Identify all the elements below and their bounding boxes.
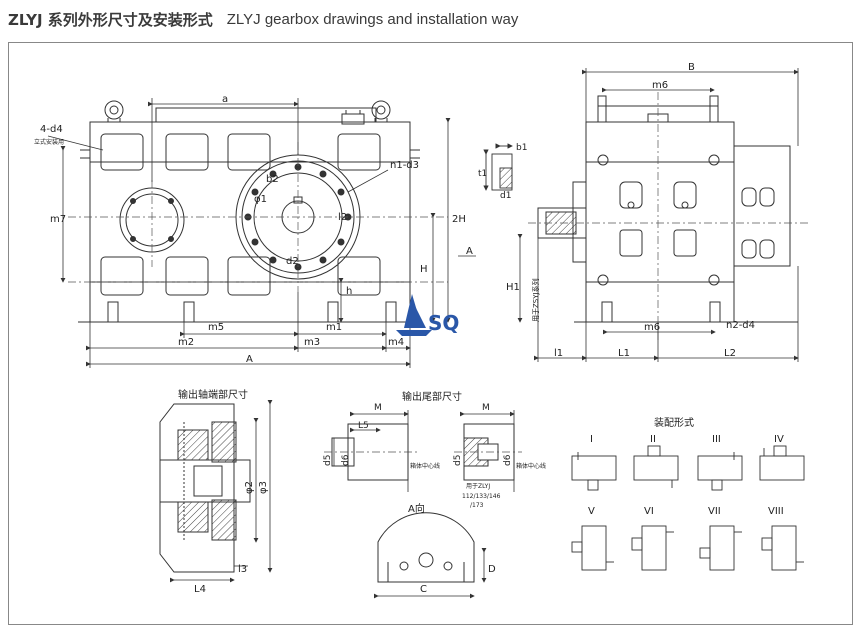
mount-form-3 (697, 452, 743, 491)
mount-form-5 (571, 525, 614, 571)
label-a: a (222, 94, 228, 105)
mount-label-1: I (590, 434, 593, 445)
label-phi1: φ1 (254, 194, 267, 205)
label-t1: t1 (478, 169, 487, 179)
label-side-note: 用于ZSYJ系列 (531, 278, 540, 322)
label-L4: L4 (194, 584, 206, 595)
label-C: C (420, 584, 427, 595)
mount-form-7 (699, 525, 742, 571)
mounting-title: 装配形式 (654, 416, 694, 429)
label-models-2: /173 (470, 502, 484, 509)
key-detail (483, 143, 513, 191)
mount-label-6: VI (644, 506, 654, 517)
drawing-frame: 4-d4 立式安装用 a b2 φ1 n1-d3 l2 d2 m7 2H H h… (8, 42, 853, 625)
label-A-arrow: A (466, 246, 473, 257)
logo-text: SQ (428, 311, 459, 335)
label-2H: 2H (452, 214, 466, 225)
mount-label-4: IV (774, 434, 784, 445)
mount-form-6 (631, 525, 674, 571)
side-housing (585, 121, 735, 323)
mount-form-2 (633, 445, 679, 488)
label-M-right: M (482, 403, 490, 413)
a-view-title: A向 (408, 502, 425, 515)
tail-section-title: 输出尾部尺寸 (402, 390, 462, 403)
front-view (78, 100, 422, 323)
label-D: D (488, 564, 496, 575)
mount-form-4 (759, 445, 805, 481)
label-m1: m1 (326, 322, 342, 333)
lifting-eye-right (371, 100, 391, 122)
side-view (537, 95, 798, 323)
mount-form-8 (761, 525, 804, 571)
label-H: H (420, 264, 428, 275)
label-m2: m2 (178, 337, 194, 348)
label-n2d4: n2-d4 (726, 320, 755, 331)
label-d2: d2 (286, 256, 299, 267)
title-chinese: ZLYJ 系列外形尺寸及安装形式 (8, 10, 213, 29)
shaft-end-view (159, 403, 251, 573)
lifting-eye-left (104, 100, 124, 122)
page-header: ZLYJ 系列外形尺寸及安装形式 ZLYJ gearbox drawings a… (8, 8, 518, 30)
label-d1: d1 (500, 191, 511, 201)
label-m3: m3 (304, 337, 320, 348)
label-n1d3: n1-d3 (390, 160, 419, 171)
label-d5-left: d5 (323, 455, 333, 466)
label-L5: L5 (358, 421, 369, 431)
label-d6-left: d6 (341, 454, 351, 466)
label-d5-right: d5 (453, 455, 463, 466)
label-h: h (346, 286, 352, 297)
mount-label-3: III (712, 434, 721, 445)
brand-logo: SQ (396, 294, 459, 336)
a-direction-view (377, 512, 475, 583)
label-phi3: φ3 (258, 481, 269, 494)
label-L2: L2 (724, 348, 736, 359)
mount-form-1 (571, 452, 617, 491)
label-L1: L1 (618, 348, 630, 359)
label-A: A (246, 354, 253, 365)
label-M-left: M (374, 403, 382, 413)
label-b1: b1 (516, 143, 527, 153)
mount-label-2: II (650, 434, 656, 445)
label-m6-bottom: m6 (644, 322, 660, 333)
label-l1: l1 (554, 348, 563, 359)
label-l3: l3 (238, 564, 247, 575)
front-housing (89, 121, 411, 323)
mount-label-7: VII (708, 506, 721, 517)
label-B: B (688, 62, 695, 73)
mount-label-5: V (588, 506, 595, 517)
label-b2: b2 (266, 174, 279, 185)
label-d6-right: d6 (503, 454, 513, 466)
label-center-right: 箱体中心线 (516, 462, 546, 470)
title-english: ZLYJ gearbox drawings and installation w… (226, 10, 519, 28)
label-4d4-note: 立式安装用 (34, 138, 64, 146)
label-models-1: 112/133/146 (462, 493, 501, 500)
shaft-end-title: 输出轴端部尺寸 (178, 388, 248, 401)
label-m5: m5 (208, 322, 224, 333)
label-m4: m4 (388, 337, 404, 348)
label-used-for: 用于ZLYJ (466, 483, 490, 490)
label-m6-top: m6 (652, 80, 668, 91)
label-phi2: φ2 (244, 481, 255, 494)
mount-label-8: VIII (768, 506, 784, 517)
label-l2: l2 (338, 212, 347, 223)
label-H1: H1 (506, 282, 520, 293)
label-center-left: 箱体中心线 (410, 462, 440, 470)
label-m7: m7 (50, 214, 66, 225)
label-4d4: 4-d4 (40, 124, 63, 135)
